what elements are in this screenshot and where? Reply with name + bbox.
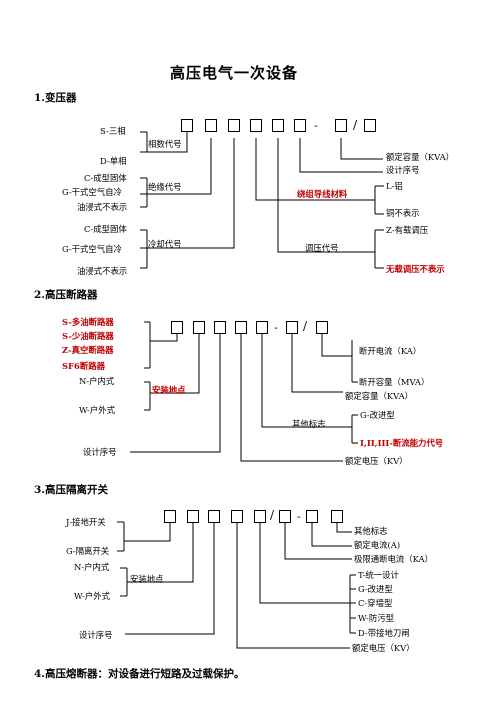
label-rated-capacity: 额定容量（KVA）: [345, 391, 414, 401]
label-wall-penetrating: C-穿墙型: [358, 598, 393, 608]
label-rated-voltage: 额定电压（KV）: [352, 643, 415, 653]
code-box: [250, 119, 262, 132]
label-multi-oil-breaker: S-多油断路器: [62, 317, 114, 327]
label-breaking-current: 断开电流（KA）: [359, 346, 422, 356]
code-box: [171, 321, 183, 334]
label-improved-type: G-改进型: [360, 410, 395, 420]
label-vacuum-breaker: Z-真空断路器: [62, 345, 114, 355]
label-rated-capacity: 额定容量（KVA）: [386, 152, 455, 162]
label-cast-solid-2: C-成型固体: [84, 224, 127, 234]
label-sf6-breaker: SF6断路器: [62, 361, 105, 371]
code-box: [294, 119, 306, 132]
separator-dash: -: [297, 510, 301, 523]
code-box: [331, 510, 343, 523]
label-cooling-code: 冷却代号: [148, 239, 182, 249]
label-unified-design: T-统一设计: [358, 570, 399, 580]
code-box: [214, 321, 226, 334]
label-design-serial: 设计序号: [79, 630, 113, 640]
label-indoor: N-户内式: [79, 376, 115, 386]
label-disconnect-switch: G-隔离开关: [66, 546, 110, 556]
label-design-serial: 设计序号: [83, 447, 117, 457]
label-design-serial: 设计序号: [386, 165, 420, 175]
code-box: [279, 510, 291, 523]
label-low-oil-breaker: S-少油断路器: [62, 331, 114, 341]
code-box: [316, 321, 328, 334]
separator-slash: /: [270, 508, 275, 522]
separator-dash: -: [314, 119, 318, 132]
section-heading-breaker: 2.高压断路器: [34, 289, 98, 301]
code-box: [187, 510, 199, 523]
label-improved-type: G-改进型: [358, 584, 393, 594]
label-breaking-capacity-code: I,II,III-断流能力代号: [360, 438, 444, 448]
label-outdoor: W-户外式: [74, 591, 110, 601]
label-copper: 铜不表示: [386, 208, 420, 218]
code-box: [254, 510, 266, 523]
label-oil-immersed: 油浸式不表示: [77, 202, 128, 212]
label-dry-air-cooled: G-干式空气自冷: [62, 187, 122, 197]
code-box: [306, 510, 318, 523]
label-indoor: N-户内式: [74, 562, 110, 572]
code-box: [335, 119, 347, 132]
label-aluminum: L-铝: [386, 181, 403, 191]
separator-dash: -: [274, 321, 278, 334]
label-rated-current: 额定电流(A): [354, 540, 401, 550]
code-box: [193, 321, 205, 334]
section-heading-disconnector: 3.高压隔离开关: [34, 484, 108, 496]
separator-slash: /: [303, 319, 308, 333]
code-box: [208, 510, 220, 523]
label-other-marks: 其他标志: [354, 526, 388, 536]
label-oil-immersed-2: 油浸式不表示: [77, 266, 128, 276]
label-breaking-capacity: 断开容量（MVA）: [359, 377, 430, 387]
label-winding-material: 绕组导线材料: [297, 189, 348, 199]
label-install-location: 安装地点: [152, 385, 186, 395]
code-box: [272, 119, 284, 132]
label-no-load-regulation: 无载调压不表示: [386, 264, 445, 274]
code-box: [228, 119, 240, 132]
label-other-marks: 其他标志: [292, 419, 326, 429]
code-box: [231, 510, 243, 523]
label-insulation-code: 绝缘代号: [148, 182, 182, 192]
label-rated-voltage: 额定电压（KV）: [345, 456, 408, 466]
label-dry-air-cooled-2: G-干式空气自冷: [62, 244, 122, 254]
label-three-phase: S-三相: [100, 126, 126, 136]
code-box: [286, 321, 298, 334]
code-box: [181, 119, 193, 132]
label-anti-pollution: W-防污型: [358, 613, 394, 623]
section-heading-transformer: 1.变压器: [34, 92, 77, 104]
label-single-phase: D-单相: [100, 156, 127, 166]
label-grounding-switch: J-接地开关: [66, 517, 106, 527]
separator-slash: /: [353, 118, 358, 132]
section-heading-fuse: 4.高压熔断器：对设备进行短路及过载保护。: [34, 668, 245, 680]
label-voltage-regulation: 调压代号: [305, 243, 339, 253]
code-box: [364, 119, 376, 132]
label-on-load-regulation: Z-有载调压: [386, 225, 429, 235]
label-with-grounding-blade: D-带接地刀闸: [358, 628, 410, 638]
code-box: [164, 510, 176, 523]
label-install-location: 安装地点: [130, 574, 164, 584]
page-title: 高压电气一次设备: [170, 64, 299, 82]
code-box: [205, 119, 217, 132]
code-box: [256, 321, 268, 334]
label-limit-break-current: 极限通断电流（KA）: [354, 554, 433, 564]
label-outdoor: W-户外式: [79, 405, 115, 415]
label-cast-solid: C-成型固体: [84, 173, 127, 183]
label-phase-code: 相数代号: [148, 139, 182, 149]
code-box: [235, 321, 247, 334]
